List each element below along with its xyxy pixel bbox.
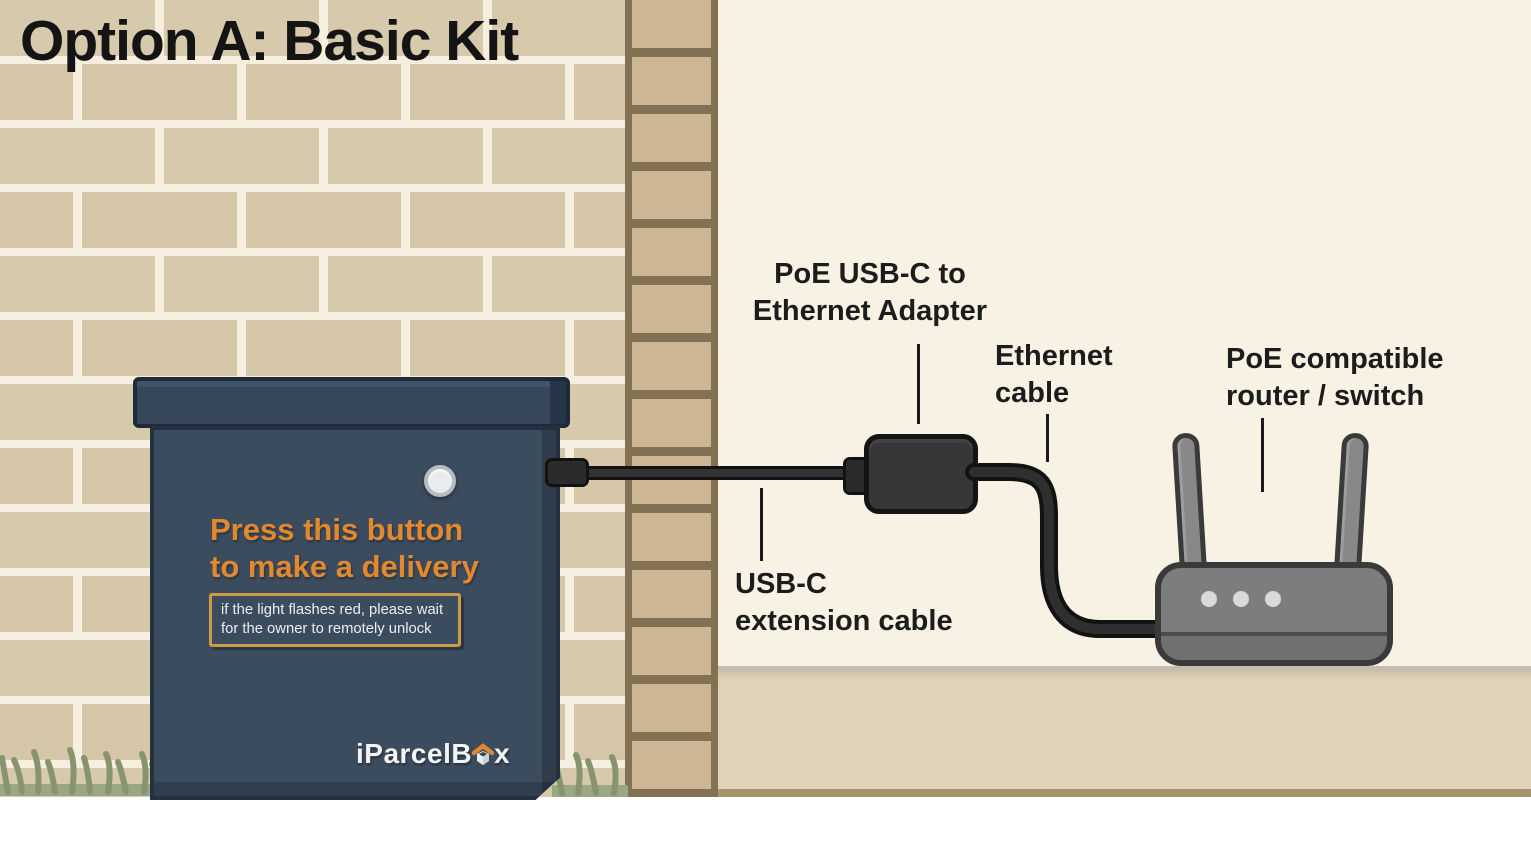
page-title: Option A: Basic Kit bbox=[20, 9, 519, 73]
led-indicator bbox=[1233, 591, 1249, 607]
usbc-extension-cable bbox=[552, 466, 852, 480]
led-indicator bbox=[1265, 591, 1281, 607]
adapter-label-line2: Ethernet Adapter bbox=[752, 295, 988, 327]
router-label-line2: router / switch bbox=[1226, 380, 1425, 412]
red-light-note-line1: if the light flashes red, please wait bbox=[221, 602, 444, 618]
usbc-pointer-line bbox=[760, 488, 763, 561]
parcel-box-body bbox=[150, 426, 560, 800]
parcel-box-icon bbox=[471, 743, 495, 765]
router-base bbox=[1161, 632, 1387, 660]
wall-corner-column bbox=[625, 0, 718, 797]
delivery-instruction-line2: to make a delivery bbox=[210, 549, 479, 584]
usbc-cable-label: USB-C extension cable bbox=[735, 566, 953, 640]
led-indicator bbox=[1201, 591, 1217, 607]
logo-text-suffix: x bbox=[494, 738, 511, 769]
red-light-note-line2: for the owner to remotely unlock bbox=[221, 621, 432, 637]
red-light-note: if the light flashes red, please wait fo… bbox=[209, 593, 461, 647]
usbc-cable-label-line2: extension cable bbox=[735, 605, 953, 637]
adapter-label-line1: PoE USB-C to bbox=[774, 258, 966, 290]
adapter-label: PoE USB-C to Ethernet Adapter bbox=[705, 256, 1035, 330]
ethernet-cable-label-line2: cable bbox=[995, 377, 1070, 409]
poe-router bbox=[1155, 562, 1393, 666]
logo-text-prefix: iParcelB bbox=[356, 738, 473, 769]
parcel-box-lid bbox=[133, 377, 570, 428]
router-label-line1: PoE compatible bbox=[1226, 343, 1444, 375]
ethernet-cable-label-line1: Ethernet bbox=[995, 340, 1113, 372]
usbc-cable-label-line1: USB-C bbox=[735, 568, 827, 600]
delivery-instruction-text: Press this button to make a delivery bbox=[210, 511, 479, 585]
ethernet-cable-label: Ethernet cable bbox=[995, 338, 1113, 412]
router-label: PoE compatible router / switch bbox=[1226, 341, 1444, 415]
corner-bricks bbox=[632, 0, 711, 797]
delivery-button bbox=[424, 465, 456, 497]
poe-ethernet-adapter bbox=[864, 434, 978, 514]
ethernet-pointer-line bbox=[1046, 414, 1049, 462]
adapter-pointer-line bbox=[917, 344, 920, 424]
box-cable-connector bbox=[545, 458, 589, 487]
router-pointer-line bbox=[1261, 418, 1264, 492]
iparcelbox-logo: iParcelB x bbox=[356, 738, 510, 770]
delivery-instruction-line1: Press this button bbox=[210, 512, 464, 547]
interior-floor bbox=[718, 666, 1531, 797]
interior-wall bbox=[718, 0, 1531, 797]
